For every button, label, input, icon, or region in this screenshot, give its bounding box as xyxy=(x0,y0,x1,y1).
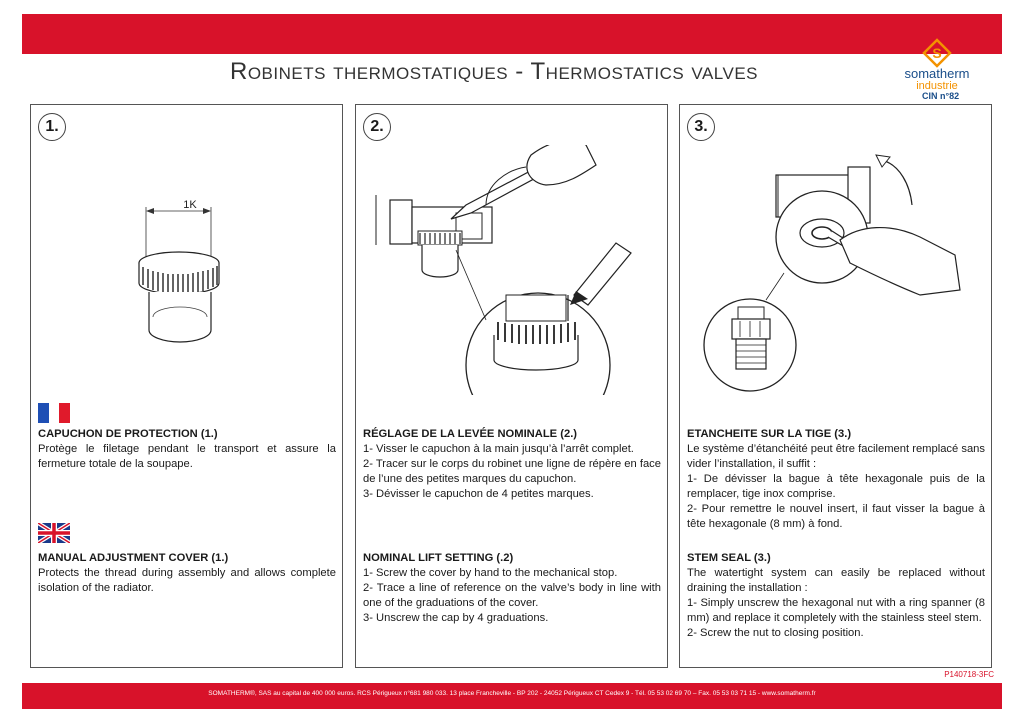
fr-line: Protège le filetage pendant le transport… xyxy=(38,443,336,470)
en-heading: MANUAL ADJUSTMENT COVER (1.) xyxy=(38,552,229,564)
en-line: 2- Screw the nut to closing position. xyxy=(687,627,864,639)
fr-description: ETANCHEITE SUR LA TIGE (3.) Le système d… xyxy=(687,427,985,532)
fr-description: RÉGLAGE DE LA LEVÉE NOMINALE (2.) 1- Vis… xyxy=(363,427,661,502)
step-number: 3. xyxy=(687,113,715,141)
en-line: 1- Simply unscrew the hexagonal nut with… xyxy=(687,597,985,624)
nominal-lift-illustration xyxy=(375,145,632,395)
panel-stem-seal: 3. ETANCHEITE SUR LA TIGE (3.) Le systèm… xyxy=(679,104,992,668)
step-number: 1. xyxy=(38,113,66,141)
svg-text:somatherm: somatherm xyxy=(904,66,969,81)
fr-line: 1- De dévisser la bague à tête hexagonal… xyxy=(687,473,985,500)
svg-text:S: S xyxy=(932,45,941,61)
en-line: Protects the thread during assembly and … xyxy=(38,567,336,594)
svg-text:industrie: industrie xyxy=(916,80,958,92)
fr-line: Le système d’étanchéité peut être facile… xyxy=(687,443,985,470)
flag-uk-icon xyxy=(38,523,70,543)
en-description: STEM SEAL (3.) The watertight system can… xyxy=(687,551,985,641)
cin-label: CIN n°82 xyxy=(922,91,960,101)
fr-heading: ETANCHEITE SUR LA TIGE (3.) xyxy=(687,428,852,440)
en-description: NOMINAL LIFT SETTING (.2) 1- Screw the c… xyxy=(363,551,661,626)
en-line: 3- Unscrew the cap by 4 graduations. xyxy=(363,612,549,624)
en-description: MANUAL ADJUSTMENT COVER (1.) Protects th… xyxy=(38,551,336,596)
fr-heading: CAPUCHON DE PROTECTION (1.) xyxy=(38,428,218,440)
en-line: 1- Screw the cover by hand to the mechan… xyxy=(363,567,618,579)
fr-line: 3- Dévisser le capuchon de 4 petites mar… xyxy=(363,488,594,500)
panel-nominal-lift: 2. RÉGLAGE xyxy=(355,104,668,668)
en-heading: STEM SEAL (3.) xyxy=(687,552,771,564)
en-line: The watertight system can easily be repl… xyxy=(687,567,985,594)
somatherm-logo: S somatherm industrie xyxy=(904,38,970,92)
document-reference: P140718-3FC xyxy=(944,670,994,679)
en-heading: NOMINAL LIFT SETTING (.2) xyxy=(363,552,514,564)
step-number: 2. xyxy=(363,113,391,141)
fr-line: 1- Visser le capuchon à la main jusqu’à … xyxy=(363,443,634,455)
svg-text:1K: 1K xyxy=(183,199,197,211)
fr-heading: RÉGLAGE DE LA LEVÉE NOMINALE (2.) xyxy=(363,428,578,440)
fr-line: 2- Tracer sur le corps du robinet une li… xyxy=(363,458,661,485)
header-bar xyxy=(22,14,1002,54)
en-line: 2- Trace a line of reference on the valv… xyxy=(363,582,661,609)
footer-legal-text: SOMATHERM®, SAS au capital de 400 000 eu… xyxy=(208,690,816,697)
fr-line: 2- Pour remettre le nouvel insert, il fa… xyxy=(687,503,985,530)
footer-bar: SOMATHERM®, SAS au capital de 400 000 eu… xyxy=(22,683,1002,709)
panel-protection-cap: 1. 1K CAPUCHON DE PROTECTION (1.) Protèg… xyxy=(30,104,343,668)
stem-seal-illustration xyxy=(703,154,961,392)
fr-description: CAPUCHON DE PROTECTION (1.) Protège le f… xyxy=(38,427,336,472)
flag-france-icon xyxy=(38,403,70,423)
protection-cap-illustration: 1K xyxy=(138,199,220,343)
page-title: Robinets thermostatiques - Thermostatics… xyxy=(230,58,758,85)
